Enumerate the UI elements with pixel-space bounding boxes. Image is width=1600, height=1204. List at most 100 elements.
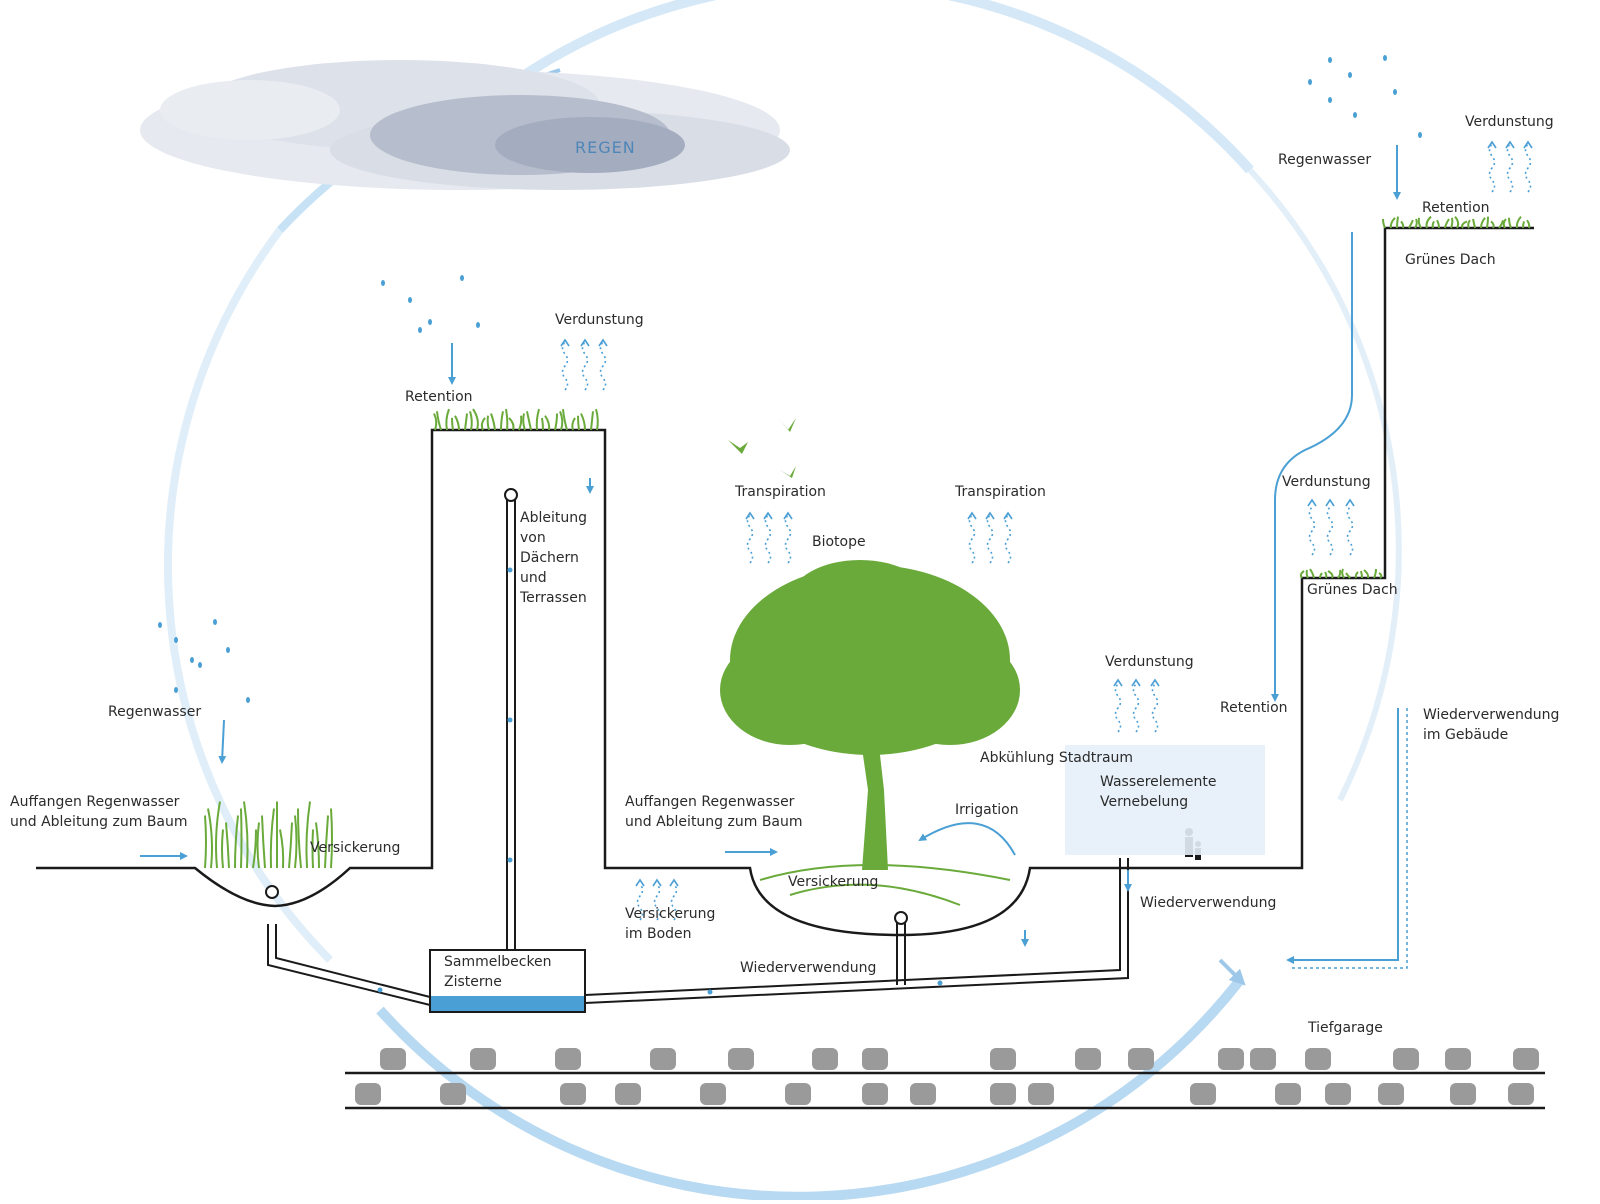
evaporation-wave [1308,506,1316,556]
grass-blade [433,413,438,431]
grass-icon [204,215,1531,869]
car-icon [1508,1083,1534,1105]
grass-blade [1480,217,1486,229]
reuse-building-arrow [1286,708,1399,964]
bird-icon [728,418,796,478]
drain-tree [894,911,908,925]
evaporation-wave [599,341,607,391]
rain-drop [190,657,194,663]
grass-blade [1408,219,1414,229]
grass-blade [1400,220,1405,229]
car-icon [380,1048,406,1070]
evaporation-wave [1132,683,1140,733]
label-retention-mid: Retention [405,389,473,405]
grass-blade [1486,216,1489,229]
grass-blade [1436,219,1440,229]
rain-drop [198,662,202,668]
grass-blade [1472,218,1476,229]
grass-blade [221,829,224,869]
grass-blade [294,815,298,869]
rain-drop [460,275,464,281]
rain-drop [408,297,412,303]
evaporation-wave [653,883,661,921]
drain-left [265,885,279,899]
label-gruenes-dach-top: Grünes Dach [1405,252,1496,268]
pipe-flow-mark [937,980,943,986]
grass-blade [571,417,576,431]
car-icon [1393,1048,1419,1070]
car-icon [728,1048,754,1070]
rain-drop [428,319,432,325]
rain-drop [1328,57,1332,63]
reuse-building-dashed [1290,708,1408,969]
evaporation-tip [745,511,755,520]
rain-drop [1383,55,1387,61]
label-auffangen-left: Auffangen Regenwasser und Ableitung zum … [10,794,188,830]
grass-blade [207,808,213,869]
grass-blade [1360,570,1363,579]
car-icon [1218,1048,1244,1070]
grass-blade [500,411,504,431]
irrigation-arrow [918,822,1016,856]
car-icon [650,1048,676,1070]
roof-runoff-arrow [1271,232,1353,702]
car-icon [470,1048,496,1070]
grass-blade [480,417,486,431]
evaporation-tip [1345,498,1355,507]
evaporation-wave [561,341,569,391]
label-versickerung-left: Versickerung [310,840,401,856]
evaporation-wave [968,514,976,564]
car-icon [1028,1083,1054,1105]
grass-blade [234,815,239,869]
car-icon [910,1083,936,1105]
pipe-network [267,500,1129,1006]
car-icon [1275,1083,1301,1105]
grass-blade [544,415,551,431]
rain-drops-icon [158,55,1422,703]
grass-blade [1309,568,1315,579]
evaporation-arrows-icon [560,140,1533,921]
car-icon [1250,1048,1276,1070]
grass-blade [1378,572,1383,579]
car-icon [1325,1083,1351,1105]
label-verdunstung-fountain: Verdunstung [1105,654,1194,670]
car-icon [560,1083,586,1105]
flow-arrow [218,719,227,764]
grass-blade [505,408,509,431]
pipe-flow-mark [707,989,713,995]
rain-drop [1348,72,1352,78]
grass-blade [240,808,243,869]
grass-blade [269,808,275,869]
evaporation-wave [1488,143,1496,193]
rain-drop [246,697,250,703]
label-gruenes-dach-mid: Grünes Dach [1307,582,1398,598]
grass-blade [577,415,580,431]
grass-blade [1324,571,1328,579]
grass-blade [330,808,333,869]
grass-blade [252,829,257,869]
evaporation-tip [1505,140,1515,149]
evaporation-wave [1524,143,1532,193]
rain-drop [174,637,178,643]
grass-blade [451,417,454,431]
grass-blade [1431,220,1435,229]
car-icon [1378,1083,1404,1105]
grass-blade [1515,215,1522,229]
label-wasserelemente: Wasserelemente Vernebelung [1100,774,1217,810]
label-tiefgarage: Tiefgarage [1308,1020,1383,1036]
label-wiederverwendung-1: Wiederverwendung [740,960,877,976]
grass-blade [1363,569,1370,579]
car-icon [615,1083,641,1105]
label-verdunstung-top: Verdunstung [1465,114,1554,130]
car-icon [990,1083,1016,1105]
car-icon [1075,1048,1101,1070]
cistern-tank [429,949,586,1013]
car-icon [1513,1048,1539,1070]
label-verdunstung-right: Verdunstung [1282,474,1371,490]
grass-blade [297,808,302,869]
evaporation-wave [1506,143,1514,193]
evaporation-wave [784,514,792,564]
car-icon [862,1048,888,1070]
car-icon [1450,1083,1476,1105]
grass-blade [559,410,564,431]
